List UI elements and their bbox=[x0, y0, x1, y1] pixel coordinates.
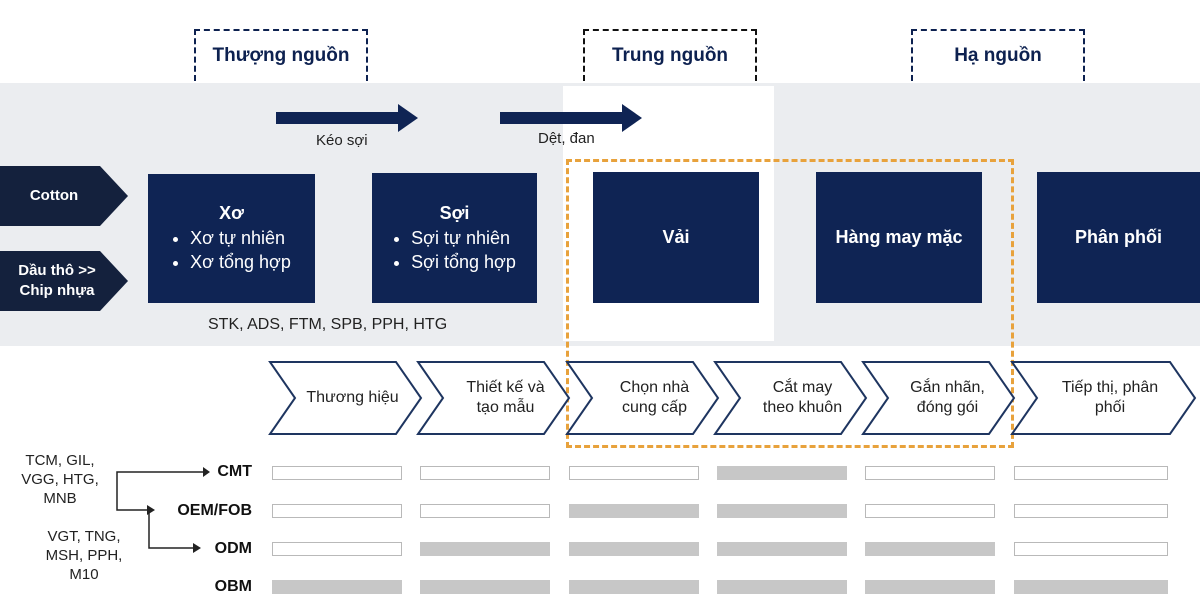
coverage-bar bbox=[420, 542, 550, 556]
coverage-bar bbox=[1014, 466, 1168, 480]
model-label-obm: OBM bbox=[214, 578, 252, 595]
coverage-bar bbox=[569, 580, 699, 594]
stage-midstream: Trung nguồn bbox=[583, 29, 757, 81]
process-chevrons-icon bbox=[268, 361, 1197, 435]
bullet: Sợi tự nhiên bbox=[411, 226, 516, 250]
company-group-odm: VGT, TNG, MSH, PPH, M10 bbox=[45, 528, 123, 583]
coverage-bar bbox=[865, 542, 995, 556]
chevron-labeling: Gắn nhãn, đóng gói bbox=[910, 379, 985, 416]
input-crude-oil: Dầu thô >> Chip nhựa bbox=[18, 262, 96, 299]
box-title: Vải bbox=[662, 227, 690, 247]
coverage-bar bbox=[865, 580, 995, 594]
stage-downstream: Hạ nguồn bbox=[911, 29, 1085, 81]
input-cotton: Cotton bbox=[29, 187, 79, 204]
bullet: Sợi tổng hợp bbox=[411, 250, 516, 274]
chevron-sourcing: Chọn nhà cung cấp bbox=[619, 379, 690, 416]
box-title: Xơ bbox=[219, 203, 244, 223]
box-title: Hàng may mặc bbox=[835, 227, 963, 247]
box-bullets: Xơ tự nhiên Xơ tổng hợp bbox=[172, 226, 291, 274]
box-fabric: Vải bbox=[593, 172, 759, 303]
model-label-odm: ODM bbox=[214, 540, 252, 557]
box-title: Phân phối bbox=[1075, 227, 1162, 247]
coverage-bar bbox=[569, 466, 699, 480]
box-garment: Hàng may mặc bbox=[816, 172, 982, 303]
group-connector-icon bbox=[116, 467, 210, 553]
stage-label: Trung nguồn bbox=[611, 45, 729, 66]
arrow-spinning-icon bbox=[276, 104, 418, 132]
box-fiber: Xơ Xơ tự nhiên Xơ tổng hợp bbox=[148, 174, 315, 303]
box-yarn: Sợi Sợi tự nhiên Sợi tổng hợp bbox=[372, 173, 537, 303]
coverage-bar bbox=[865, 466, 995, 480]
chevron-cut-sew: Cắt may theo khuôn bbox=[762, 379, 843, 416]
coverage-bar bbox=[717, 466, 847, 480]
chevron-design: Thiết kế và tạo mẫu bbox=[466, 379, 545, 416]
box-title: Sợi bbox=[439, 202, 470, 223]
input-arrow-cotton-icon bbox=[0, 166, 128, 226]
stage-label: Thượng nguồn bbox=[212, 45, 350, 66]
arrow-label-weaving: Dệt, đan bbox=[538, 130, 595, 147]
coverage-bar bbox=[1014, 504, 1168, 518]
coverage-bar bbox=[717, 580, 847, 594]
upstream-tickers: STK, ADS, FTM, SPB, PPH, HTG bbox=[208, 316, 448, 333]
model-label-cmt: CMT bbox=[217, 463, 252, 480]
model-label-oem-fob: OEM/FOB bbox=[177, 502, 252, 519]
coverage-bar bbox=[272, 542, 402, 556]
box-bullets: Sợi tự nhiên Sợi tổng hợp bbox=[393, 226, 516, 274]
arrow-label-spinning: Kéo sợi bbox=[316, 132, 368, 149]
coverage-bar bbox=[420, 466, 550, 480]
cmt-focus-highlight bbox=[566, 159, 1014, 448]
input-arrow-oil-icon bbox=[0, 251, 128, 311]
chevron-branding: Thương hiệu bbox=[306, 389, 399, 406]
stage-upstream: Thượng nguồn bbox=[194, 29, 368, 81]
coverage-bar bbox=[717, 504, 847, 518]
bullet: Xơ tự nhiên bbox=[190, 226, 291, 250]
coverage-bar bbox=[272, 466, 402, 480]
coverage-bar bbox=[717, 542, 847, 556]
company-group-cmt-oem: TCM, GIL, VGG, HTG, MNB bbox=[21, 452, 99, 507]
coverage-bar bbox=[1014, 542, 1168, 556]
chevron-marketing: Tiếp thị, phân phối bbox=[1061, 379, 1159, 416]
bullet: Xơ tổng hợp bbox=[190, 250, 291, 274]
coverage-bar bbox=[569, 504, 699, 518]
coverage-bar bbox=[569, 542, 699, 556]
coverage-bar bbox=[420, 504, 550, 518]
coverage-bar bbox=[272, 504, 402, 518]
stage-label: Hạ nguồn bbox=[954, 45, 1042, 66]
coverage-bar bbox=[865, 504, 995, 518]
coverage-bar bbox=[1014, 580, 1168, 594]
coverage-bar bbox=[272, 580, 402, 594]
arrow-weaving-icon bbox=[500, 104, 642, 132]
coverage-bar bbox=[420, 580, 550, 594]
box-distribution: Phân phối bbox=[1037, 172, 1200, 303]
